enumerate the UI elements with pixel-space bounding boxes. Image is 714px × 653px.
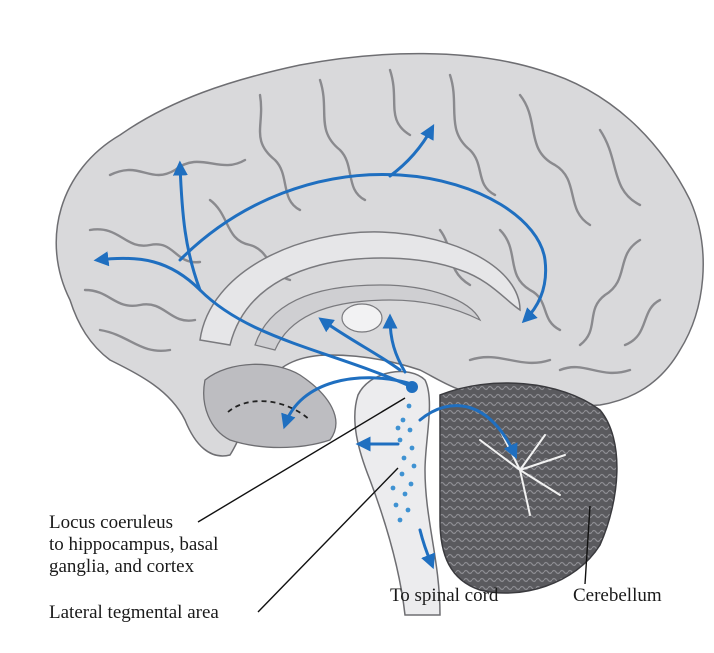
arrow-thalamus-left (318, 317, 402, 372)
brainstem (354, 370, 441, 616)
label-lateral-tegmental: Lateral tegmental area (49, 602, 219, 623)
label-spinal-cord: To spinal cord (390, 585, 499, 606)
label-locus-line3: ganglia, and cortex (49, 556, 195, 577)
thalamus (341, 303, 383, 333)
arrow-hippocampus (281, 376, 410, 430)
arrow-arc (178, 172, 548, 324)
label-locus-line1: Locus coeruleus (49, 512, 173, 533)
fornix (254, 284, 482, 351)
leader-lines (197, 397, 591, 613)
label-cerebellum: Cerebellum (573, 585, 662, 606)
arrow-frontal (172, 160, 202, 292)
arrow-anterior-cortex (93, 251, 414, 389)
label-locus-coeruleus: Locus coeruleus to hippocampus, basal ga… (49, 512, 218, 578)
cerebellum-shape (439, 382, 618, 594)
label-locus-line2: to hippocampus, basal (49, 534, 219, 555)
arrow-spinal-cord (418, 528, 436, 570)
pathway-arrows (93, 124, 548, 570)
arrow-cerebellum (418, 404, 518, 460)
arrow-superior (388, 124, 435, 178)
corpus-callosum (199, 231, 521, 346)
lateral-tegmental-cells (390, 403, 417, 523)
temporal-lobe (203, 363, 337, 449)
arrow-thalamus-right (382, 313, 407, 374)
